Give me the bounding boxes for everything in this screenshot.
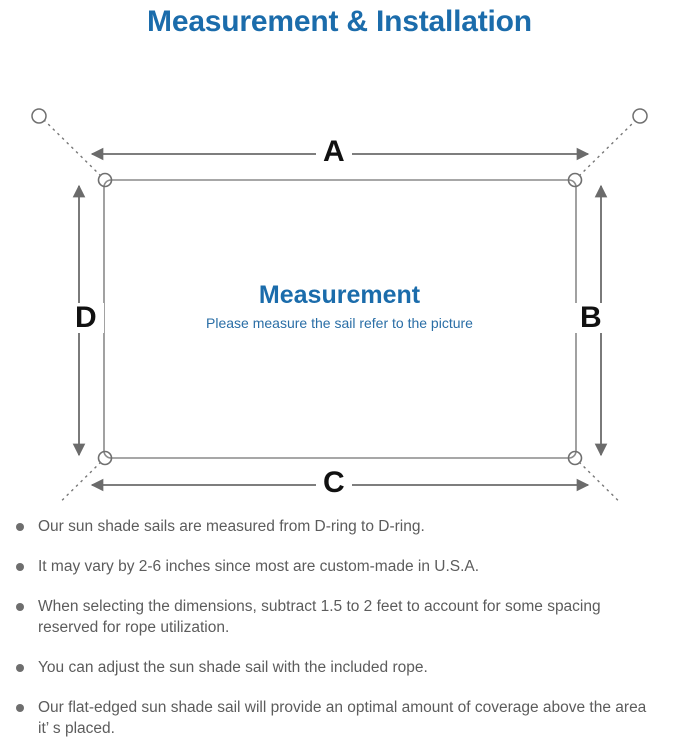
measurement-diagram: A B C D Measurement Please measure the s… (0, 40, 679, 502)
d-ring-bottom-left-icon (97, 450, 113, 466)
bullet-dot-icon (16, 704, 24, 712)
anchor-point-top-left-icon (31, 108, 47, 124)
list-item: When selecting the dimensions, subtract … (14, 596, 661, 638)
d-ring-bottom-right-icon (567, 450, 583, 466)
rope-line-top-left (43, 119, 102, 177)
list-item: Our flat-edged sun shade sail will provi… (14, 697, 661, 739)
bullet-dot-icon (16, 523, 24, 531)
bullet-dot-icon (16, 603, 24, 611)
bullet-dot-icon (16, 664, 24, 672)
d-ring-top-right-icon (567, 172, 583, 188)
list-item-text: Our flat-edged sun shade sail will provi… (38, 699, 647, 737)
dimension-label-d: D (68, 303, 104, 333)
sail-caption-title: Measurement (258, 281, 421, 309)
dimension-label-b: B (573, 303, 609, 333)
page-title: Measurement & Installation (147, 5, 532, 38)
rope-line-bottom-right (578, 461, 621, 502)
anchor-point-top-right-icon (632, 108, 648, 124)
notes-list: Our sun shade sails are measured from D-… (0, 502, 679, 739)
list-item: Our sun shade sails are measured from D-… (14, 516, 661, 537)
sail-caption: Measurement Please measure the sail refe… (0, 280, 679, 333)
diagram-canvas (31, 108, 648, 502)
list-item: It may vary by 2-6 inches since most are… (14, 556, 661, 577)
d-ring-top-left-icon (97, 172, 113, 188)
list-item-text: You can adjust the sun shade sail with t… (38, 659, 428, 676)
dimension-label-c: C (316, 468, 352, 498)
dimension-label-a: A (316, 137, 352, 167)
list-item: You can adjust the sun shade sail with t… (14, 657, 661, 678)
rope-line-top-right (578, 119, 637, 177)
sail-caption-subtitle: Please measure the sail refer to the pic… (206, 315, 473, 331)
list-item-text: Our sun shade sails are measured from D-… (38, 518, 425, 535)
list-item-text: It may vary by 2-6 inches since most are… (38, 558, 480, 575)
list-item-text: When selecting the dimensions, subtract … (38, 598, 601, 636)
bullet-dot-icon (16, 563, 24, 571)
rope-line-bottom-left (59, 461, 102, 502)
